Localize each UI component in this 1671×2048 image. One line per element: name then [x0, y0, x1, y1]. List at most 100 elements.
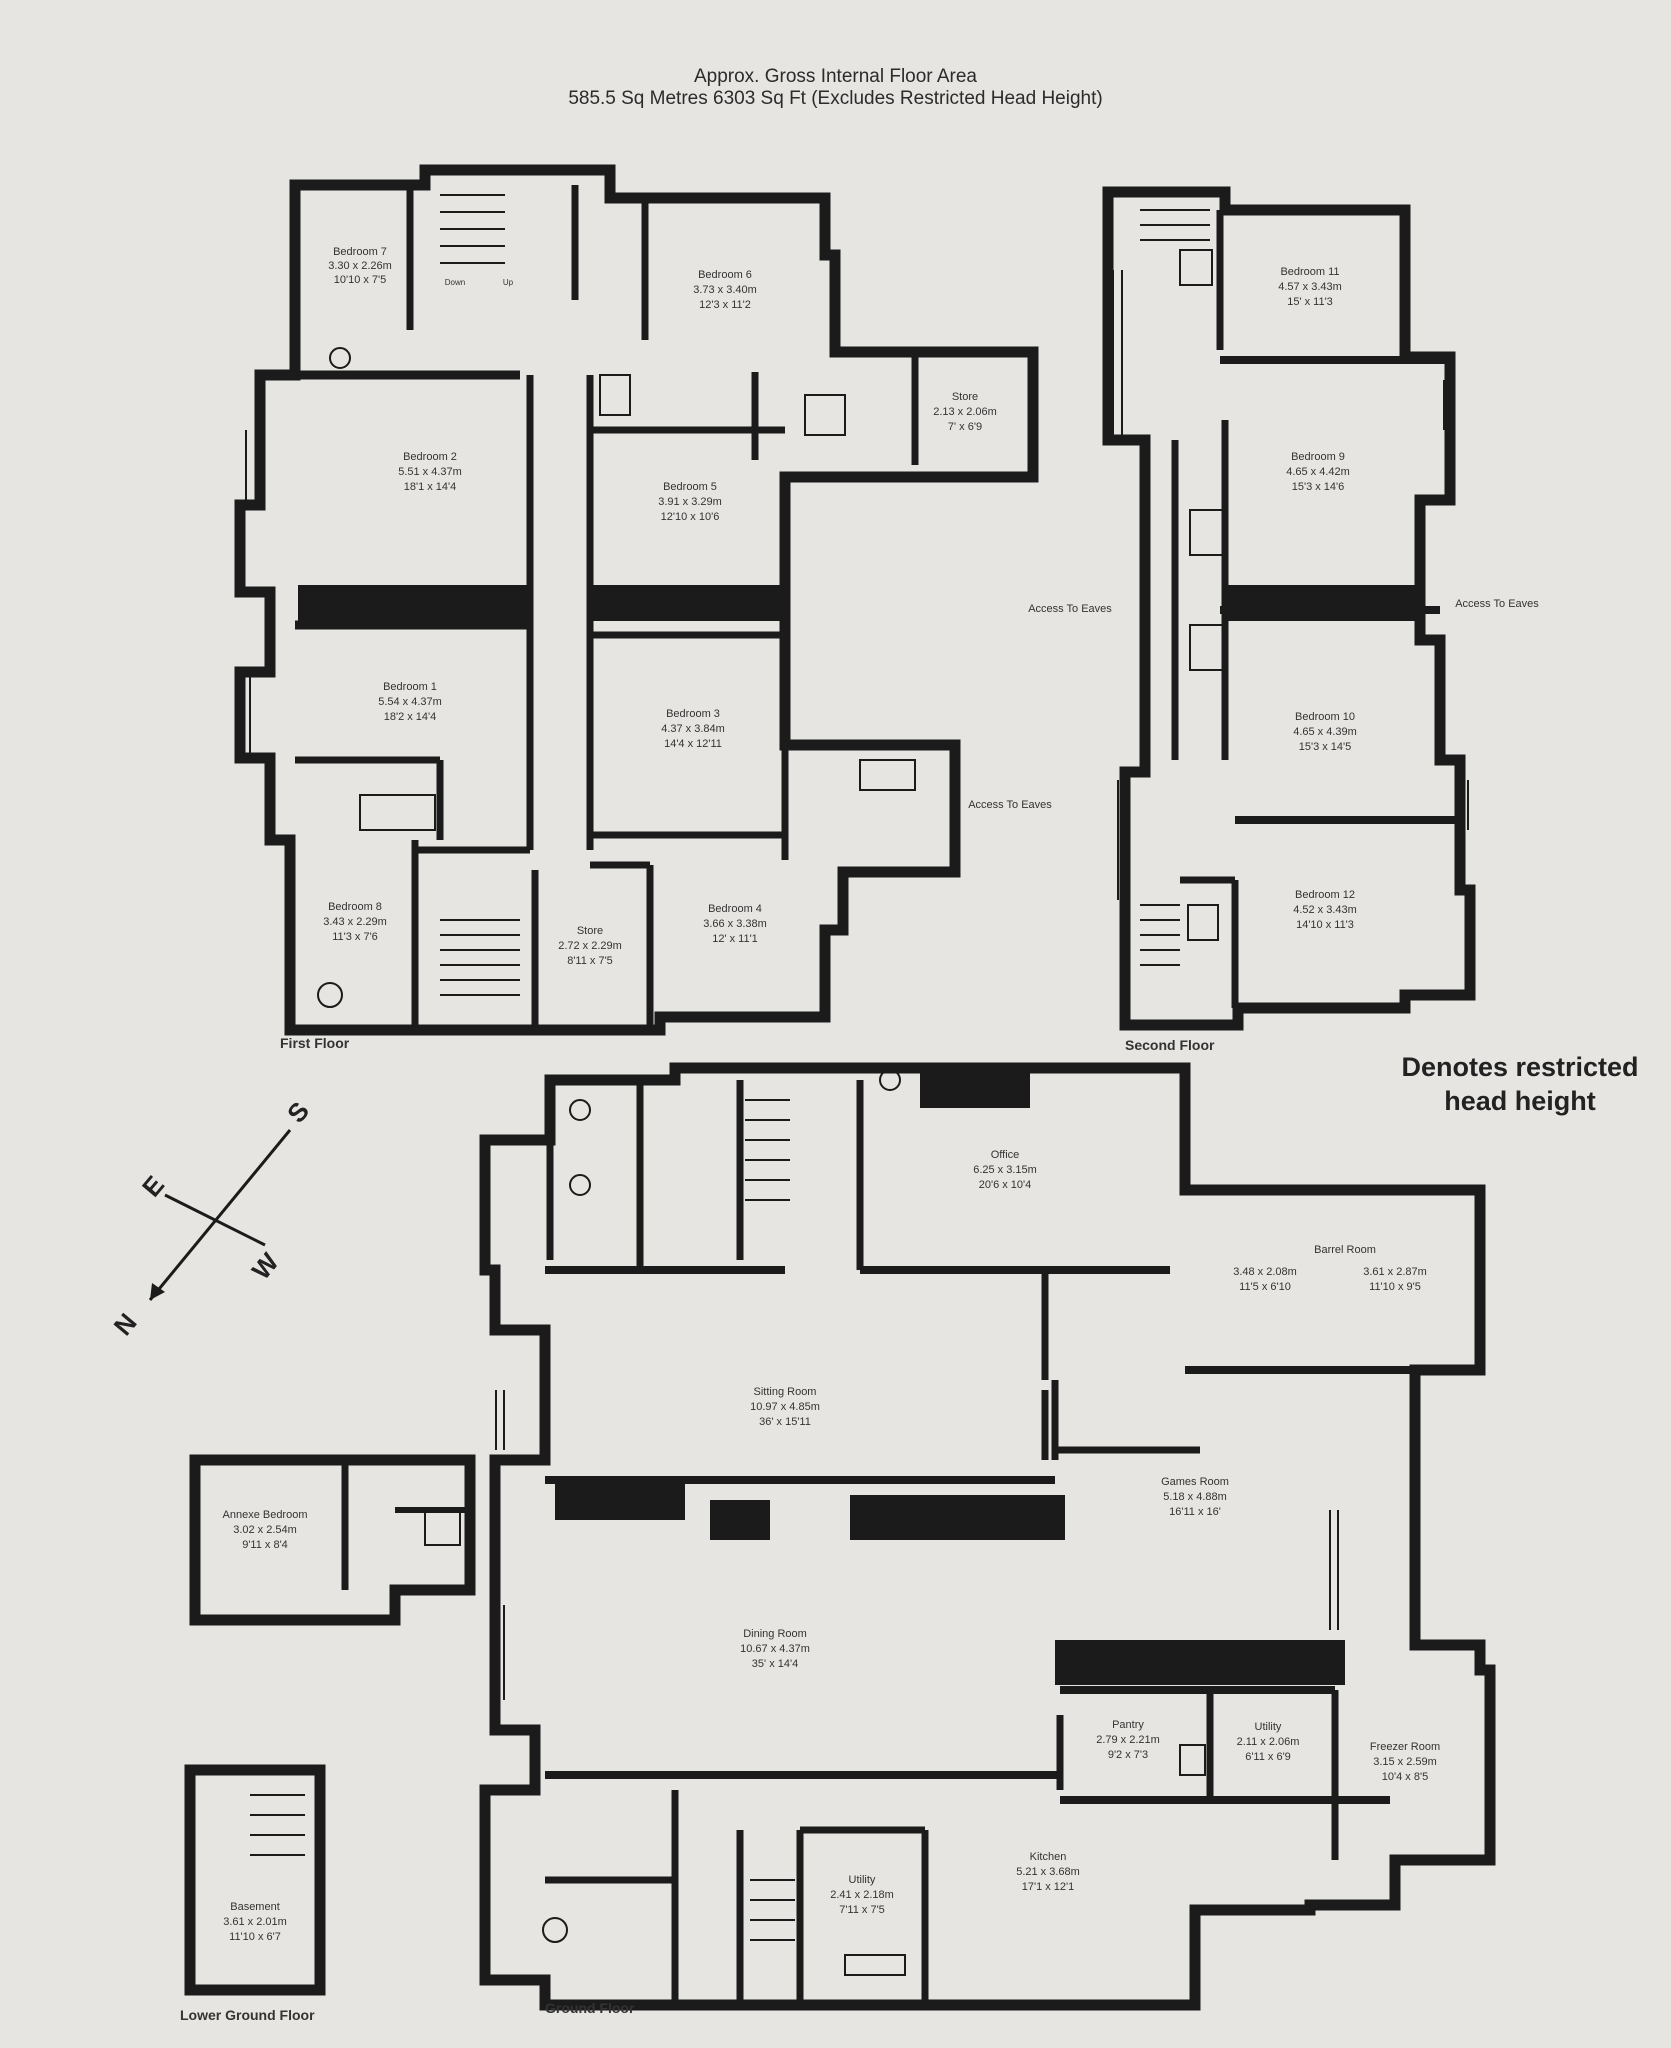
compass-w: W [246, 1247, 285, 1285]
bedroom3-name: Bedroom 3 [666, 708, 720, 720]
pantry-metric: 2.79 x 2.21m [1096, 1734, 1160, 1746]
bedroom8-imperial: 11'3 x 7'6 [332, 931, 378, 943]
freezer-room-metric: 3.15 x 2.59m [1373, 1756, 1437, 1768]
bedroom2-name: Bedroom 2 [403, 451, 457, 463]
bedroom4-name: Bedroom 4 [708, 903, 762, 915]
dining-room-metric: 10.67 x 4.37m [740, 1643, 810, 1655]
bedroom5-name: Bedroom 5 [663, 481, 717, 493]
bedroom12-metric: 4.52 x 3.43m [1293, 904, 1357, 916]
store-top-imperial: 7' x 6'9 [948, 421, 982, 433]
plan-title: Approx. Gross Internal Floor Area [693, 66, 977, 87]
bedroom5-imperial: 12'10 x 10'6 [661, 511, 720, 523]
utility-a-name: Utility [1255, 1721, 1282, 1733]
sitting-room-metric: 10.97 x 4.85m [750, 1401, 820, 1413]
plan-area-subtitle: 585.5 Sq Metres 6303 Sq Ft (Excludes Res… [568, 88, 1103, 109]
office-name: Office [991, 1149, 1020, 1161]
compass-rose: S W N E [108, 1096, 316, 1341]
pantry-name: Pantry [1112, 1719, 1144, 1731]
freezer-room-imperial: 10'4 x 8'5 [1382, 1771, 1428, 1783]
barrel-room-metric-b: 3.61 x 2.87m [1363, 1266, 1427, 1278]
office-imperial: 20'6 x 10'4 [979, 1179, 1032, 1191]
bedroom9-name: Bedroom 9 [1291, 451, 1345, 463]
first-floor-plan [234, 164, 1039, 1036]
stair-down-label: Down [445, 278, 465, 287]
bedroom11-name: Bedroom 11 [1280, 266, 1339, 278]
store-top-name: Store [952, 391, 978, 403]
legend-line-2: head height [1444, 1086, 1596, 1116]
bedroom10-imperial: 15'3 x 14'5 [1299, 741, 1352, 753]
store-bottom-metric: 2.72 x 2.29m [558, 940, 622, 952]
freezer-room-name: Freezer Room [1370, 1741, 1440, 1753]
office-metric: 6.25 x 3.15m [973, 1164, 1037, 1176]
annexe-bedroom-metric: 3.02 x 2.54m [233, 1524, 297, 1536]
legend-line-1: Denotes restricted [1401, 1052, 1639, 1082]
basement-imperial: 11'10 x 6'7 [229, 1931, 281, 1943]
kitchen-imperial: 17'1 x 12'1 [1022, 1881, 1075, 1893]
compass-axis-sn [148, 1129, 292, 1301]
access-eaves-sf-left-label: Access To Eaves [1028, 603, 1112, 615]
room-labels: Bedroom 7 3.30 x 2.26m 10'10 x 7'5 Bedro… [223, 246, 1540, 1943]
pantry-imperial: 9'2 x 7'3 [1108, 1749, 1148, 1761]
bedroom4-imperial: 12' x 11'1 [712, 933, 758, 945]
bedroom7-imperial: 10'10 x 7'5 [334, 274, 387, 286]
bedroom10-name: Bedroom 10 [1295, 711, 1355, 723]
bedroom2-metric: 5.51 x 4.37m [398, 466, 462, 478]
bedroom6-metric: 3.73 x 3.40m [693, 284, 757, 296]
annexe-plan [189, 1454, 476, 1626]
bedroom12-imperial: 14'10 x 11'3 [1296, 919, 1354, 931]
bedroom6-name: Bedroom 6 [698, 269, 752, 281]
bedroom6-imperial: 12'3 x 11'2 [699, 299, 751, 311]
restricted-height-legend: Denotes restricted head height [1370, 1050, 1670, 1118]
store-bottom-name: Store [577, 925, 603, 937]
bedroom7-name: Bedroom 7 [333, 246, 387, 258]
bedroom11-metric: 4.57 x 3.43m [1278, 281, 1342, 293]
ground-floor-plan [479, 1062, 1496, 2011]
bedroom5-metric: 3.91 x 3.29m [658, 496, 722, 508]
bedroom9-imperial: 15'3 x 14'6 [1292, 481, 1345, 493]
games-room-name: Games Room [1161, 1476, 1229, 1488]
bedroom8-name: Bedroom 8 [328, 901, 382, 913]
barrel-room-imperial-b: 11'10 x 9'5 [1369, 1281, 1421, 1293]
games-room-imperial: 16'11 x 16' [1169, 1506, 1221, 1518]
dining-room-name: Dining Room [743, 1628, 807, 1640]
bedroom1-metric: 5.54 x 4.37m [378, 696, 442, 708]
bedroom4-metric: 3.66 x 3.38m [703, 918, 767, 930]
utility-b-name: Utility [849, 1874, 876, 1886]
bedroom9-metric: 4.65 x 4.42m [1286, 466, 1350, 478]
compass-axis-ew [164, 1193, 266, 1247]
bedroom11-imperial: 15' x 11'3 [1287, 296, 1333, 308]
bedroom7-metric: 3.30 x 2.26m [328, 260, 392, 272]
lower-ground-plan [184, 1764, 326, 1996]
compass-s: S [281, 1096, 315, 1129]
dining-room-imperial: 35' x 14'4 [752, 1658, 798, 1670]
annexe-bedroom-name: Annexe Bedroom [223, 1509, 308, 1521]
compass-e: E [136, 1170, 170, 1203]
bedroom3-imperial: 14'4 x 12'11 [664, 738, 722, 750]
basement-name: Basement [230, 1901, 280, 1913]
barrel-room-name: Barrel Room [1314, 1244, 1376, 1256]
north-arrow-head [150, 1283, 165, 1300]
access-eaves-ff-label: Access To Eaves [968, 799, 1052, 811]
utility-a-imperial: 6'11 x 6'9 [1245, 1751, 1291, 1763]
compass-n: N [108, 1307, 143, 1341]
bedroom2-imperial: 18'1 x 14'4 [404, 481, 457, 493]
sitting-room-name: Sitting Room [754, 1386, 817, 1398]
games-room-metric: 5.18 x 4.88m [1163, 1491, 1227, 1503]
stair-up-label: Up [503, 278, 514, 287]
utility-a-metric: 2.11 x 2.06m [1237, 1736, 1300, 1748]
bedroom1-name: Bedroom 1 [383, 681, 437, 693]
access-eaves-sf-right-label: Access To Eaves [1455, 598, 1539, 610]
ground-floor-label: Ground Floor [545, 2000, 635, 2016]
basement-metric: 3.61 x 2.01m [223, 1916, 287, 1928]
barrel-room-imperial-a: 11'5 x 6'10 [1239, 1281, 1291, 1293]
first-floor-label: First Floor [280, 1035, 350, 1051]
lower-ground-floor-label: Lower Ground Floor [180, 2007, 315, 2023]
bedroom3-metric: 4.37 x 3.84m [661, 723, 725, 735]
utility-b-metric: 2.41 x 2.18m [830, 1889, 894, 1901]
bedroom1-imperial: 18'2 x 14'4 [384, 711, 437, 723]
annexe-bedroom-imperial: 9'11 x 8'4 [242, 1539, 288, 1551]
store-top-metric: 2.13 x 2.06m [933, 406, 997, 418]
utility-b-imperial: 7'11 x 7'5 [839, 1904, 885, 1916]
kitchen-metric: 5.21 x 3.68m [1016, 1866, 1080, 1878]
